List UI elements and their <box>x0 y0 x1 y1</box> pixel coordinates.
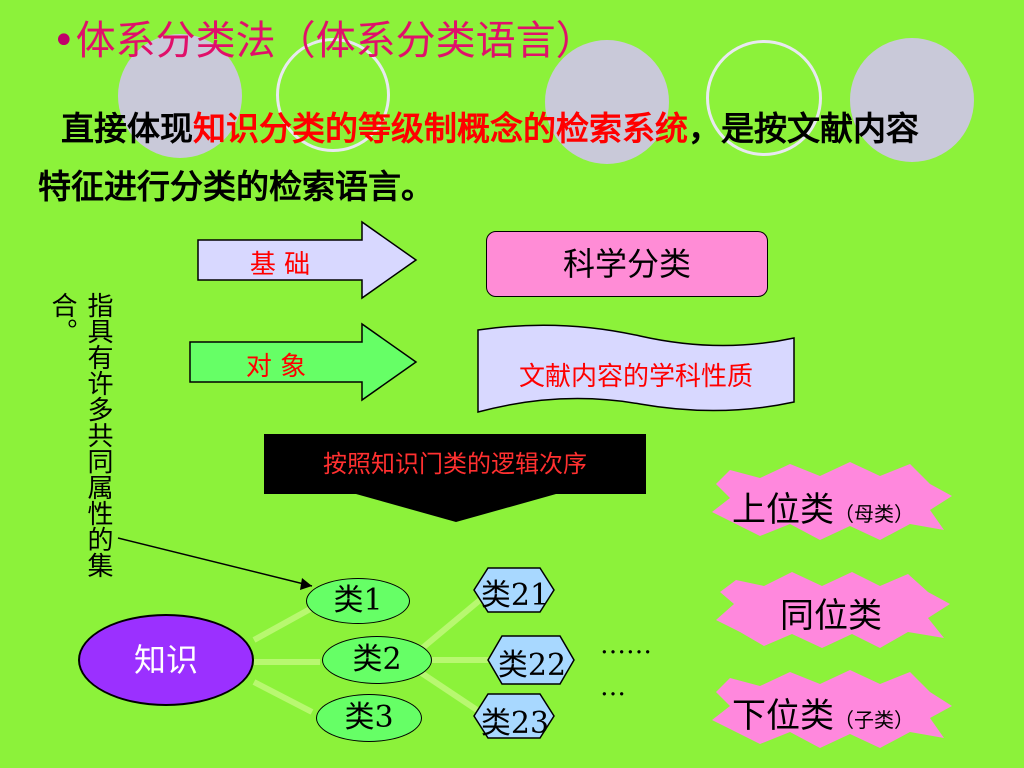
document-content-label: 文献内容的学科性质 <box>518 362 753 392</box>
starburst-lower <box>712 670 952 748</box>
upper-class-sub: （母类） <box>834 502 914 526</box>
upper-class-label: 上位类（母类） <box>732 482 914 531</box>
document-content-box-shape <box>477 324 795 413</box>
tree-node-class1: 类1 <box>306 578 410 624</box>
lower-class-sub: （子类） <box>834 708 914 732</box>
object-arrow-shape <box>189 322 418 402</box>
tree-ellipsis-2: … <box>600 672 626 702</box>
logic-order-box: 按照知识门类的逻辑次序 <box>264 434 646 494</box>
title-text: 体系分类法（体系分类语言） <box>75 18 596 64</box>
science-classification-box: 科学分类 <box>486 231 768 297</box>
upper-class-main: 上位类 <box>732 490 834 530</box>
tree-node-class21-label: 类21 <box>480 578 550 613</box>
tree-connectors <box>252 597 494 715</box>
tree-node-class3: 类3 <box>316 694 422 742</box>
lower-class-main: 下位类 <box>732 696 834 736</box>
tree-node-class21: 类21 <box>476 570 554 614</box>
down-arrow-shape <box>356 494 556 522</box>
hex-shape-23 <box>473 693 555 739</box>
tree-node-class1-label: 类1 <box>333 583 383 618</box>
starburst-upper <box>712 462 952 540</box>
tree-root-knowledge: 知识 <box>78 614 254 706</box>
tree-ellipsis-1: …… <box>600 630 652 660</box>
decor-circle-1 <box>118 34 242 158</box>
science-classification-label: 科学分类 <box>562 245 691 283</box>
tree-node-class2: 类2 <box>322 636 432 684</box>
decor-circle-2 <box>545 40 669 164</box>
tree-node-class22: 类22 <box>490 640 574 684</box>
tree-node-class2-label: 类2 <box>352 642 402 677</box>
tree-node-class3-label: 类3 <box>344 700 394 735</box>
definition-emphasis: 知识分类的等级制概念的检索系统 <box>192 109 688 148</box>
tree-root-label: 知识 <box>133 641 198 679</box>
decor-ring-2 <box>706 40 822 156</box>
basis-arrow-label: 基 础 <box>249 250 311 280</box>
definition-paragraph: 直接体现知识分类的等级制概念的检索系统，是按文献内容特征进行分类的检索语言。 <box>38 100 938 216</box>
object-arrow-label: 对 象 <box>245 352 307 382</box>
tree-node-class22-label: 类22 <box>497 648 567 683</box>
tree-node-class23-label: 类23 <box>480 706 550 741</box>
title-bullet: • <box>52 18 76 64</box>
note-pointer-head <box>300 578 312 590</box>
page-title: •体系分类法（体系分类语言） <box>52 8 596 66</box>
hex-shape-21 <box>473 567 555 613</box>
decor-circle-3 <box>850 38 974 162</box>
vertical-note: 指具有许多共同属性的集合。 <box>47 292 113 578</box>
decor-ring-1 <box>276 38 390 152</box>
same-class-label: 同位类 <box>780 596 882 636</box>
basis-arrow-shape <box>197 220 418 300</box>
definition-part-1: 直接体现 <box>60 109 193 148</box>
hex-shape-22 <box>487 635 575 685</box>
note-pointer-line <box>117 537 313 587</box>
lower-class-label: 下位类（子类） <box>732 688 914 737</box>
definition-part-3: ，是按文献内容特征进行分类的检索语言。 <box>38 109 919 206</box>
starburst-same <box>716 572 950 648</box>
tree-node-class23: 类23 <box>476 698 554 742</box>
